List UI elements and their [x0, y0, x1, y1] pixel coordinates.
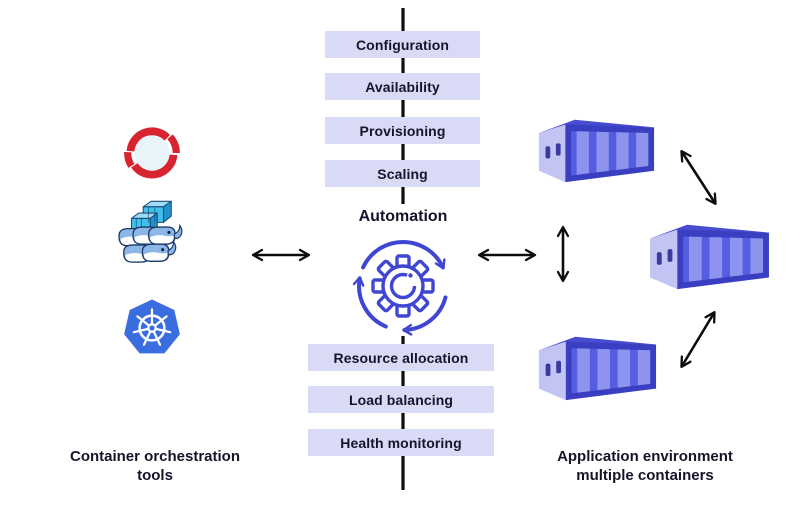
- function-box-scaling: Scaling: [325, 160, 480, 187]
- automation-label: Automation: [323, 204, 483, 230]
- container-box-icon-top: [537, 112, 655, 188]
- right-caption-line1: Application environment: [557, 448, 733, 465]
- arrow-containers-diagonal-top: [680, 150, 717, 205]
- gear-cycle-icon: [347, 234, 459, 336]
- arrow-containers-diagonal-bottom: [680, 310, 716, 369]
- container-box-icon-middle: [648, 217, 770, 295]
- function-box-resource-allocation: Resource allocation: [308, 344, 494, 371]
- function-box-configuration: Configuration: [325, 31, 480, 58]
- kubernetes-icon: [124, 299, 180, 354]
- docker-swarm-icon: [118, 200, 183, 263]
- right-caption-line2: multiple containers: [576, 467, 714, 484]
- function-box-load-balancing: Load balancing: [308, 386, 494, 413]
- function-box-health-monitoring: Health monitoring: [308, 429, 494, 456]
- right-caption: Application environment multiple contain…: [515, 447, 775, 485]
- left-caption-line1: Container orchestration: [69, 448, 241, 465]
- function-box-availability: Availability: [325, 73, 480, 100]
- openshift-icon: [124, 127, 180, 179]
- function-box-provisioning: Provisioning: [325, 117, 480, 144]
- left-caption: Container orchestration tools: [35, 447, 275, 485]
- container-box-icon-bottom: [537, 329, 657, 406]
- left-caption-line2: tools: [137, 467, 173, 484]
